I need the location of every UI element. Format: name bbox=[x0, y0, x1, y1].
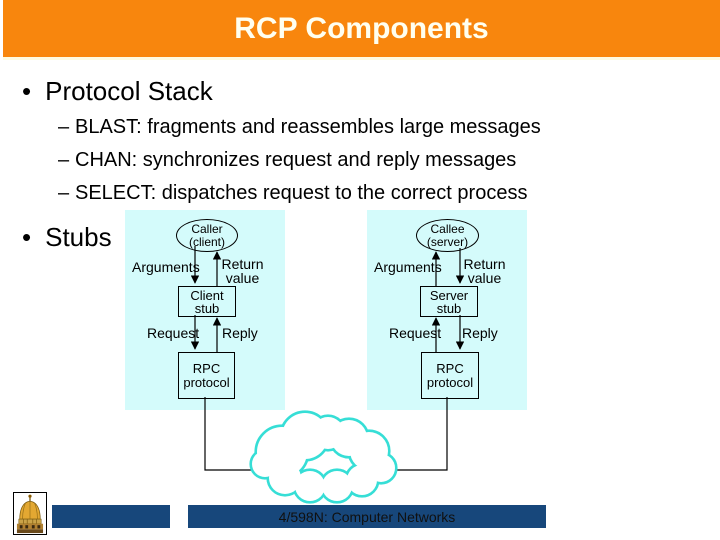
server-rpc-protocol-node: RPC protocol bbox=[421, 352, 479, 399]
sub-bullet-text: SELECT: dispatches request to the correc… bbox=[75, 182, 528, 204]
bullet-dot: • bbox=[22, 76, 32, 106]
footer-bar-left bbox=[52, 505, 170, 528]
server-request-label: Request bbox=[389, 325, 442, 341]
bullet-stubs: • Stubs bbox=[22, 222, 112, 253]
client-request-label: Request bbox=[147, 325, 200, 341]
server-stub-node: Server stub bbox=[420, 286, 478, 317]
slide-title: RCP Components bbox=[234, 11, 489, 45]
client-rpc-protocol-node: RPC protocol bbox=[178, 352, 235, 399]
client-stub-node: Client stub bbox=[178, 286, 236, 317]
callee-node: Callee (server) bbox=[416, 219, 479, 252]
dome-icon bbox=[16, 494, 44, 534]
sub-bullet-text: CHAN: synchronizes request and reply mes… bbox=[75, 149, 517, 171]
dash: – bbox=[58, 182, 70, 204]
server-reply-label: Reply bbox=[462, 325, 498, 341]
sub-bullet-blast: – BLAST: fragments and reassembles large… bbox=[58, 116, 541, 139]
footer-course-label: 4/598N: Computer Networks bbox=[278, 508, 456, 525]
client-arguments-label: Arguments bbox=[132, 259, 200, 275]
server-return-value-label: Return value bbox=[463, 256, 506, 286]
network-cloud-icon bbox=[249, 410, 398, 504]
bullet-label: Stubs bbox=[45, 222, 112, 252]
university-dome-logo bbox=[13, 492, 47, 535]
footer-bar-main: 4/598N: Computer Networks bbox=[188, 505, 546, 528]
sub-bullet-chan: – CHAN: synchronizes request and reply m… bbox=[58, 149, 516, 172]
bullet-dot: • bbox=[22, 222, 32, 252]
client-return-value-label: Return value bbox=[221, 256, 264, 286]
title-bar: RCP Components bbox=[3, 0, 720, 60]
caller-node: Caller (client) bbox=[176, 219, 238, 252]
dash: – bbox=[58, 149, 70, 171]
server-arguments-label: Arguments bbox=[374, 259, 442, 275]
sub-bullet-text: BLAST: fragments and reassembles large m… bbox=[75, 116, 541, 138]
client-reply-label: Reply bbox=[222, 325, 258, 341]
bullet-label: Protocol Stack bbox=[45, 76, 213, 106]
dash: – bbox=[58, 116, 70, 138]
bullet-protocol-stack: • Protocol Stack bbox=[22, 76, 213, 107]
sub-bullet-select: – SELECT: dispatches request to the corr… bbox=[58, 182, 527, 205]
